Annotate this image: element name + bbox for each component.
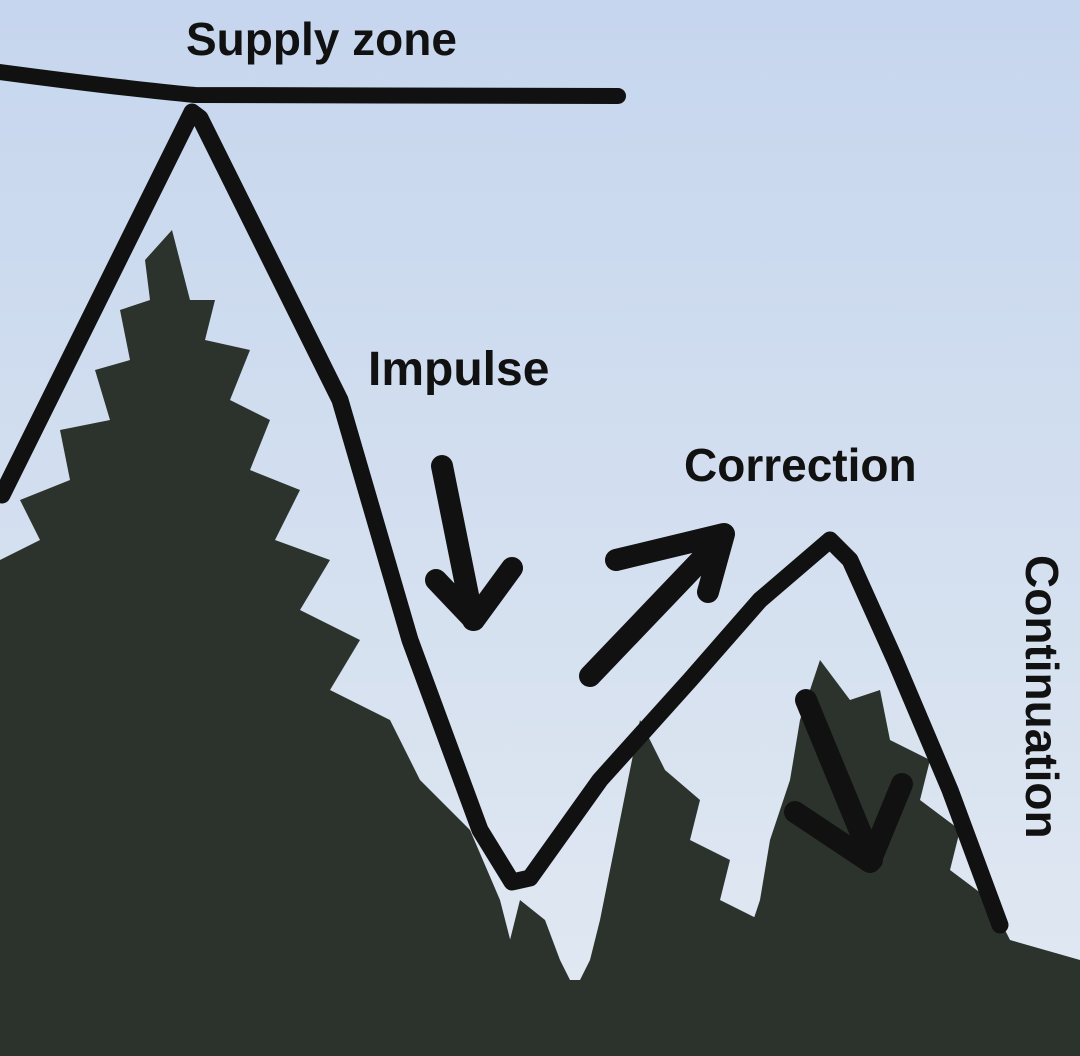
impulse-arrow-icon: [425, 455, 523, 631]
drawn-lines: [0, 64, 1009, 934]
continuation-arrow-icon: [784, 689, 913, 873]
correction-label: Correction: [684, 439, 917, 491]
continuation-label: Continuation: [1016, 555, 1068, 839]
correction-arrow-icon: [579, 523, 735, 687]
tree-far-left: [0, 620, 220, 1056]
supply-zone-line: [0, 64, 626, 104]
tree-right: [720, 660, 1080, 1056]
impulse-label: Impulse: [368, 343, 550, 396]
tree-silhouettes: [0, 230, 1080, 1056]
tree-small-center: [480, 900, 600, 1056]
supply-zone-label: Supply zone: [186, 13, 457, 65]
price-path: [0, 103, 1009, 934]
